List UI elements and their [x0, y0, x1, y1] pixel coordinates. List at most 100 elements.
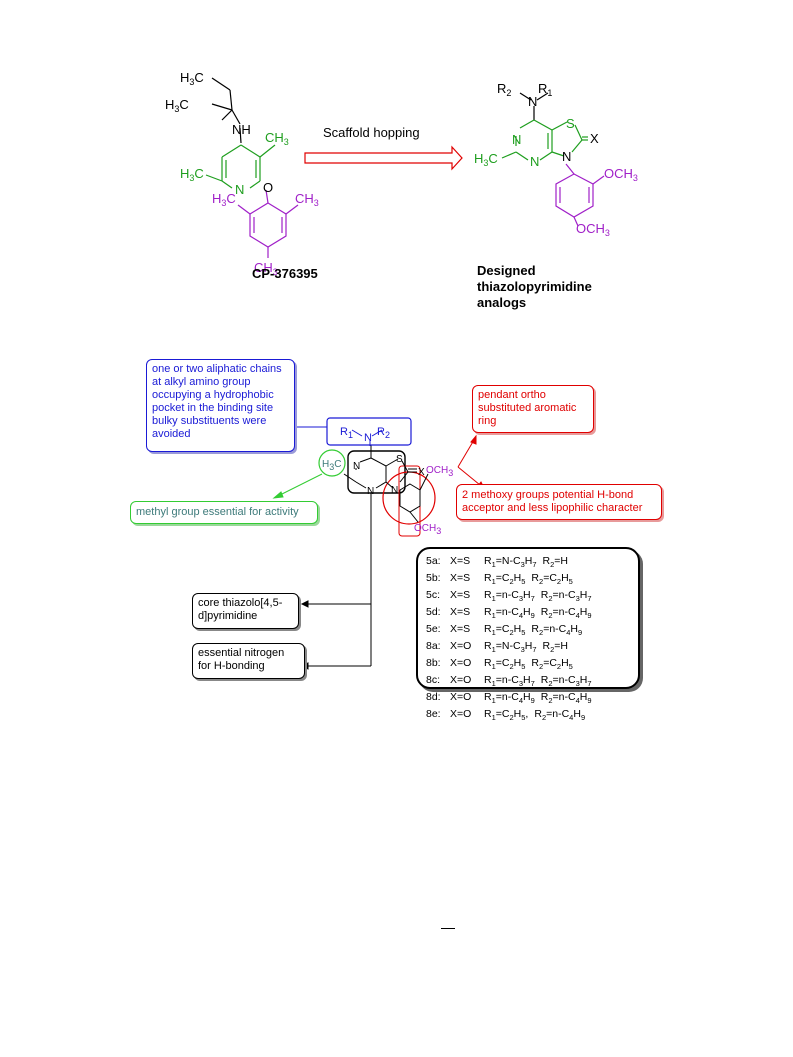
scaffold-hopping-label: Scaffold hopping: [323, 125, 420, 140]
lead-methyl-left-label: H3C: [180, 166, 204, 183]
sar-methoxy-note: 2 methoxy groups potential H-bond accept…: [456, 484, 662, 520]
compound-r2: R2=n-C3H7: [540, 589, 592, 604]
sar-n3-label: N: [391, 485, 398, 496]
lead-compound-structure: [211, 77, 242, 144]
compound-row: 8d: X=O R1=n-C4H9 R2=n-C4H9: [426, 691, 630, 708]
designed-ome-ortho-label: OCH3: [604, 166, 638, 183]
lead-amine-label: NH: [232, 122, 251, 137]
compound-x: X=S: [450, 606, 471, 618]
lead-methyl-ring-label: CH3: [265, 130, 289, 147]
sar-ome2-label: OCH3: [414, 523, 441, 536]
lead-pyridine-ring: [205, 144, 276, 189]
compound-x: X=O: [450, 691, 472, 703]
designed-atom-labels: R2 N R1 S X N N N H3C OCH3 OCH3: [474, 81, 638, 238]
compound-x: X=S: [450, 623, 471, 635]
lead-compound-caption: CP-376395: [252, 266, 318, 281]
compound-row: 5a: X=S R1=N-C3H7 R2=H: [426, 555, 630, 572]
compound-id: 5e:: [426, 623, 441, 635]
compound-row: 8c: X=O R1=n-C3H7 R2=n-C3H7: [426, 674, 630, 691]
compound-row: 8b: X=O R1=C2H5 R2=C2H5: [426, 657, 630, 674]
lead-ether-o-label: O: [263, 180, 273, 195]
page-footer-dash: [441, 928, 455, 929]
compound-id: 5b:: [426, 572, 441, 584]
compound-r1: R1=C2H5: [484, 623, 526, 638]
compound-x: X=S: [450, 572, 471, 584]
sar-methyl-label: H3C: [322, 459, 341, 472]
designed-n-thiazole-label: N: [562, 149, 571, 164]
compound-x: X=O: [450, 708, 472, 720]
designed-pyrimidine-ring: [501, 119, 553, 161]
compound-id: 5c:: [426, 589, 441, 601]
designed-s-label: S: [566, 116, 575, 131]
compound-r2: R2=n-C4H9: [540, 691, 592, 706]
sar-amine-n-label: N: [364, 432, 372, 444]
designed-ome-para-label: OCH3: [576, 221, 610, 238]
sar-aromatic-ring-note: pendant ortho substituted aromatic ring: [472, 385, 594, 433]
designed-n-bottom-label: N: [530, 154, 539, 169]
compound-id: 8a:: [426, 640, 441, 652]
compound-r2: R2=H: [542, 640, 568, 655]
designed-caption-line1: Designed: [477, 263, 536, 278]
designed-amine-n-label: N: [528, 94, 537, 109]
sar-core-note: core thiazolo[4,5-d]pyrimidine: [192, 593, 299, 629]
sar-core-labels: R1 N R2 N N N S X H3C OCH3 OCH3: [322, 426, 453, 536]
compound-r1: R1=N-C3H7: [484, 555, 537, 570]
compound-r1: R1=n-C4H9: [484, 691, 535, 706]
sar-amine: [326, 417, 412, 446]
designed-methyl-label: H3C: [474, 151, 498, 168]
designed-r2-label: R2: [497, 81, 511, 98]
lead-mes-left-label: H3C: [212, 191, 236, 208]
compound-r2: R2=n-C4H9: [540, 606, 592, 621]
compound-id: 5a:: [426, 555, 441, 567]
sar-s-label: S: [396, 454, 403, 465]
compound-id: 8b:: [426, 657, 441, 669]
designed-thiazole-ring: [551, 121, 588, 157]
lead-ring-n-label: N: [235, 182, 244, 197]
sar-amine-bonds: [351, 429, 383, 446]
compound-id: 5d:: [426, 606, 441, 618]
lead-ethyl1-label: H3C: [180, 70, 204, 87]
sar-amine-note: one or two aliphatic chains at alkyl ami…: [146, 359, 295, 452]
compound-row: 5e: X=S R1=C2H5 R2=n-C4H9: [426, 623, 630, 640]
compound-r1: R1=n-C3H7: [484, 674, 535, 689]
compound-id: 8e:: [426, 708, 441, 720]
compound-x: X=O: [450, 657, 472, 669]
lead-mes-right-label: CH3: [295, 191, 319, 208]
compound-r1: R1=C2H5: [484, 657, 526, 672]
compound-r1: R1=n-C3H7: [484, 589, 535, 604]
sar-x-label: X: [418, 467, 425, 478]
designed-r1-label: R1: [538, 81, 552, 98]
sar-ome1-label: OCH3: [426, 465, 453, 478]
sar-n2-label: N: [367, 486, 374, 497]
sar-n1-label: N: [353, 461, 360, 472]
compound-x: X=O: [450, 640, 472, 652]
compound-x: X=O: [450, 674, 472, 686]
compound-r1: R1=N-C3H7: [484, 640, 537, 655]
compound-r2: R2=C2H5: [531, 572, 573, 587]
sar-core-bonds: [343, 444, 429, 523]
compound-r2: R2=n-C4H9: [531, 623, 583, 638]
lead-mesityl-ring: [237, 189, 299, 258]
compound-id: 8c:: [426, 674, 441, 686]
lead-mes-para-label: CH3: [254, 260, 278, 277]
compound-r2: R2=C2H5: [531, 657, 573, 672]
designed-amine: [519, 92, 549, 120]
compound-id: 8d:: [426, 691, 441, 703]
sar-methyl-note: methyl group essential for activity: [130, 501, 318, 524]
compound-row: 5d: X=S R1=n-C4H9 R2=n-C4H9: [426, 606, 630, 623]
compound-r2: R2=n-C3H7: [540, 674, 592, 689]
compound-r2: R2=H: [542, 555, 568, 570]
compound-r1: R1=n-C4H9: [484, 606, 535, 621]
scaffold-hopping-arrow: [304, 145, 463, 171]
sar-r1-label: R1: [340, 426, 353, 440]
designed-n-top-label: N: [512, 132, 521, 147]
designed-x-label: X: [590, 131, 599, 146]
lead-atom-labels: H3C H3C NH CH3 H3C N O H3C CH3 CH3: [165, 70, 319, 277]
designed-caption-line2: thiazolopyrimidine: [477, 279, 592, 294]
compound-x: X=S: [450, 555, 471, 567]
